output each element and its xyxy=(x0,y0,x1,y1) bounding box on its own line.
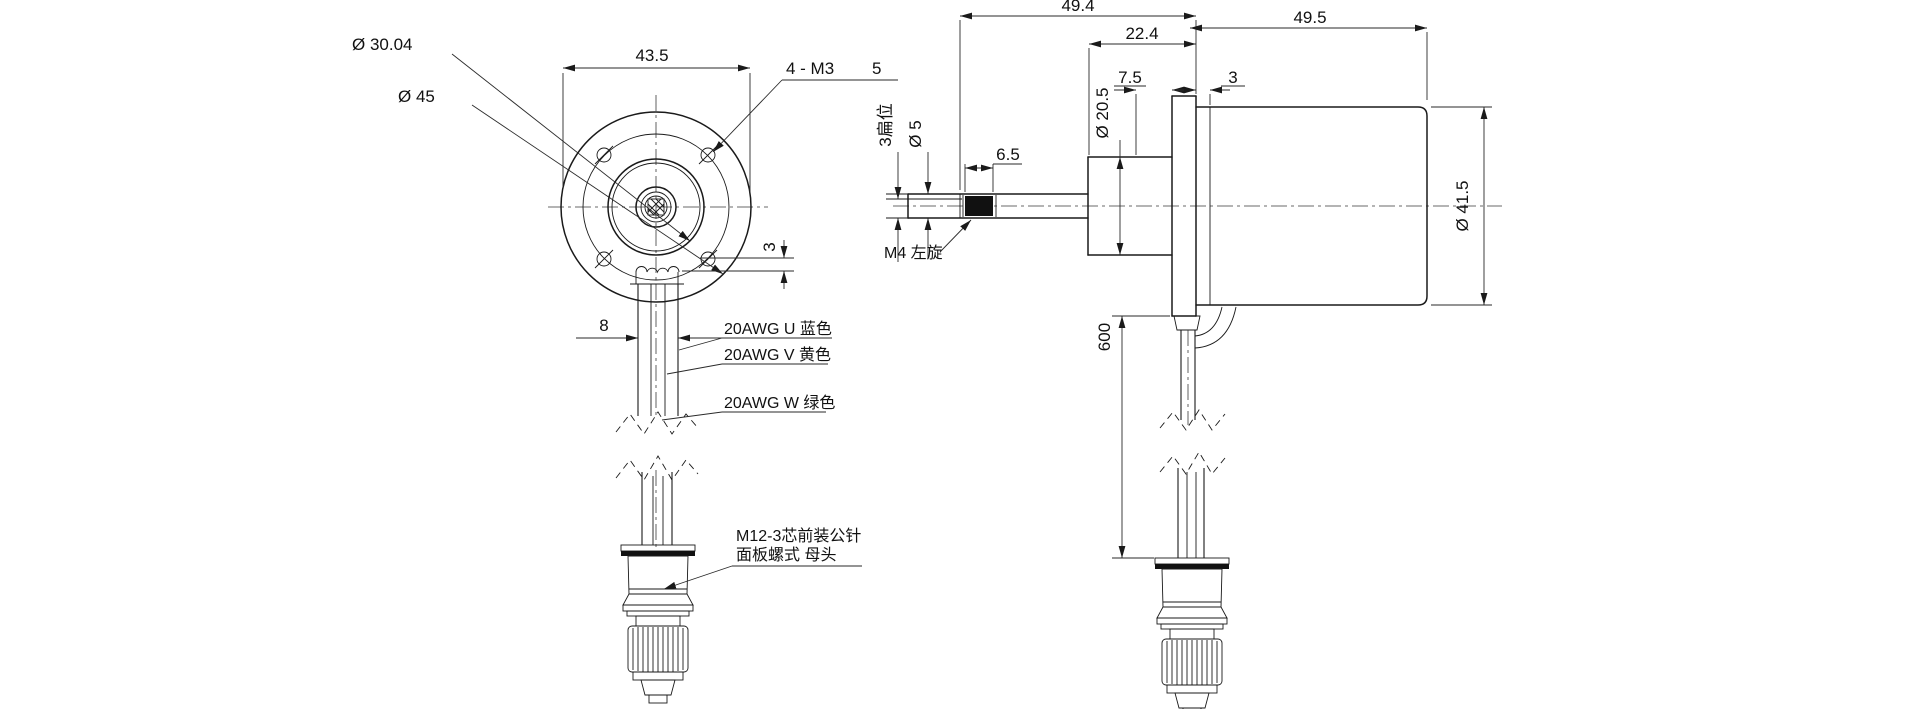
wire-label-w: 20AWG W 绿色 xyxy=(661,394,835,421)
wire-label-u: 20AWG U 蓝色 xyxy=(678,320,832,351)
side-cable xyxy=(1159,306,1237,558)
dim-rear-length: 22.4 xyxy=(1088,24,1196,155)
motor-body xyxy=(1195,106,1428,306)
dim-flange-diameter: Ø 45 xyxy=(398,87,724,275)
dim-front-step-text: 3 xyxy=(760,242,779,251)
pilot-boss-circle-outer xyxy=(607,158,705,256)
dim-rear-length-text: 22.4 xyxy=(1125,24,1158,43)
dim-shaft-diameter: Ø 5 xyxy=(906,120,932,258)
shaft-boss xyxy=(1087,156,1173,256)
side-cable-break-top xyxy=(1159,409,1226,431)
side-view: 49.4 22.4 49.5 7.5 3 xyxy=(876,0,1502,709)
dim-boss-length-text: 7.5 xyxy=(1118,68,1142,87)
side-view-connector xyxy=(1154,557,1230,709)
dim-boss-length: 7.5 xyxy=(1114,68,1194,155)
cable-break-symbol-top xyxy=(615,411,699,435)
wire-label-v: 20AWG V 黄色 xyxy=(666,346,831,375)
wire-w-text: 20AWG W 绿色 xyxy=(724,394,835,412)
shaft-flat-text: 3扁位 xyxy=(876,103,895,146)
dim-body-length-text: 49.5 xyxy=(1293,8,1326,27)
dia-pilot-text: Ø 30.04 xyxy=(352,35,413,54)
dim-total-length-text: 49.4 xyxy=(1061,0,1094,15)
dia-shaft-text: Ø 5 xyxy=(906,120,925,147)
holes-depth-text: 5 xyxy=(872,59,881,78)
connector-label-line2: 面板螺式 母头 xyxy=(736,546,836,564)
dim-shaft-flat: 3扁位 xyxy=(876,103,902,262)
dim-body-diameter: Ø 41.5 xyxy=(1431,106,1492,306)
front-view-connector xyxy=(620,544,696,704)
dim-cable-width: 8 xyxy=(576,316,740,342)
dim-front-step: 3 xyxy=(682,240,794,289)
dim-side-step: 3 xyxy=(1176,68,1245,105)
dim-cable-length-text: 600 xyxy=(1095,323,1114,351)
wire-v-text: 20AWG V 黄色 xyxy=(724,346,831,364)
side-cable-break-bottom xyxy=(1159,451,1226,475)
cable-break-symbol-bottom xyxy=(615,455,699,481)
cable-wires xyxy=(615,284,699,545)
dim-total-length: 49.4 xyxy=(959,0,1197,190)
dim-side-step-text: 3 xyxy=(1228,68,1237,87)
dim-boss-diameter: Ø 20.5 xyxy=(1093,87,1124,255)
shaft xyxy=(886,193,1089,219)
callout-m4-thread: M4 左旋 xyxy=(884,219,972,262)
dim-cable-length: 600 xyxy=(1095,315,1170,559)
pilot-boss-circle-inner xyxy=(611,162,701,252)
dia-body-text: Ø 41.5 xyxy=(1453,180,1472,231)
dim-thread-length: 6.5 xyxy=(964,145,1022,192)
holes-label-text: 4 - M3 xyxy=(786,59,834,78)
connector-label-line1: M12-3芯前装公针 xyxy=(736,527,861,545)
dim-pilot-diameter: Ø 30.04 xyxy=(352,35,691,242)
callout-connector: M12-3芯前装公针 面板螺式 母头 xyxy=(663,527,862,590)
dim-body-length: 49.5 xyxy=(1190,8,1428,100)
cable-grommet xyxy=(630,266,684,285)
dim-thread-length-text: 6.5 xyxy=(996,145,1020,164)
bolt-circle xyxy=(582,133,730,281)
front-view: 43.5 Ø 30.04 Ø 45 4 - M3 5 3 xyxy=(352,35,898,704)
callout-mounting-holes: 4 - M3 5 xyxy=(712,59,898,153)
flange-outer-circle xyxy=(560,111,752,303)
dia-flange-text: Ø 45 xyxy=(398,87,435,106)
dim-flange-width-text: 43.5 xyxy=(635,46,668,65)
dim-flange-width: 43.5 xyxy=(562,46,751,192)
wire-u-text: 20AWG U 蓝色 xyxy=(724,320,832,338)
thread-label-text: M4 左旋 xyxy=(884,244,943,262)
dia-boss-text: Ø 20.5 xyxy=(1093,87,1112,138)
m4-thread-section xyxy=(965,196,993,216)
dim-cable-width-text: 8 xyxy=(599,316,608,335)
